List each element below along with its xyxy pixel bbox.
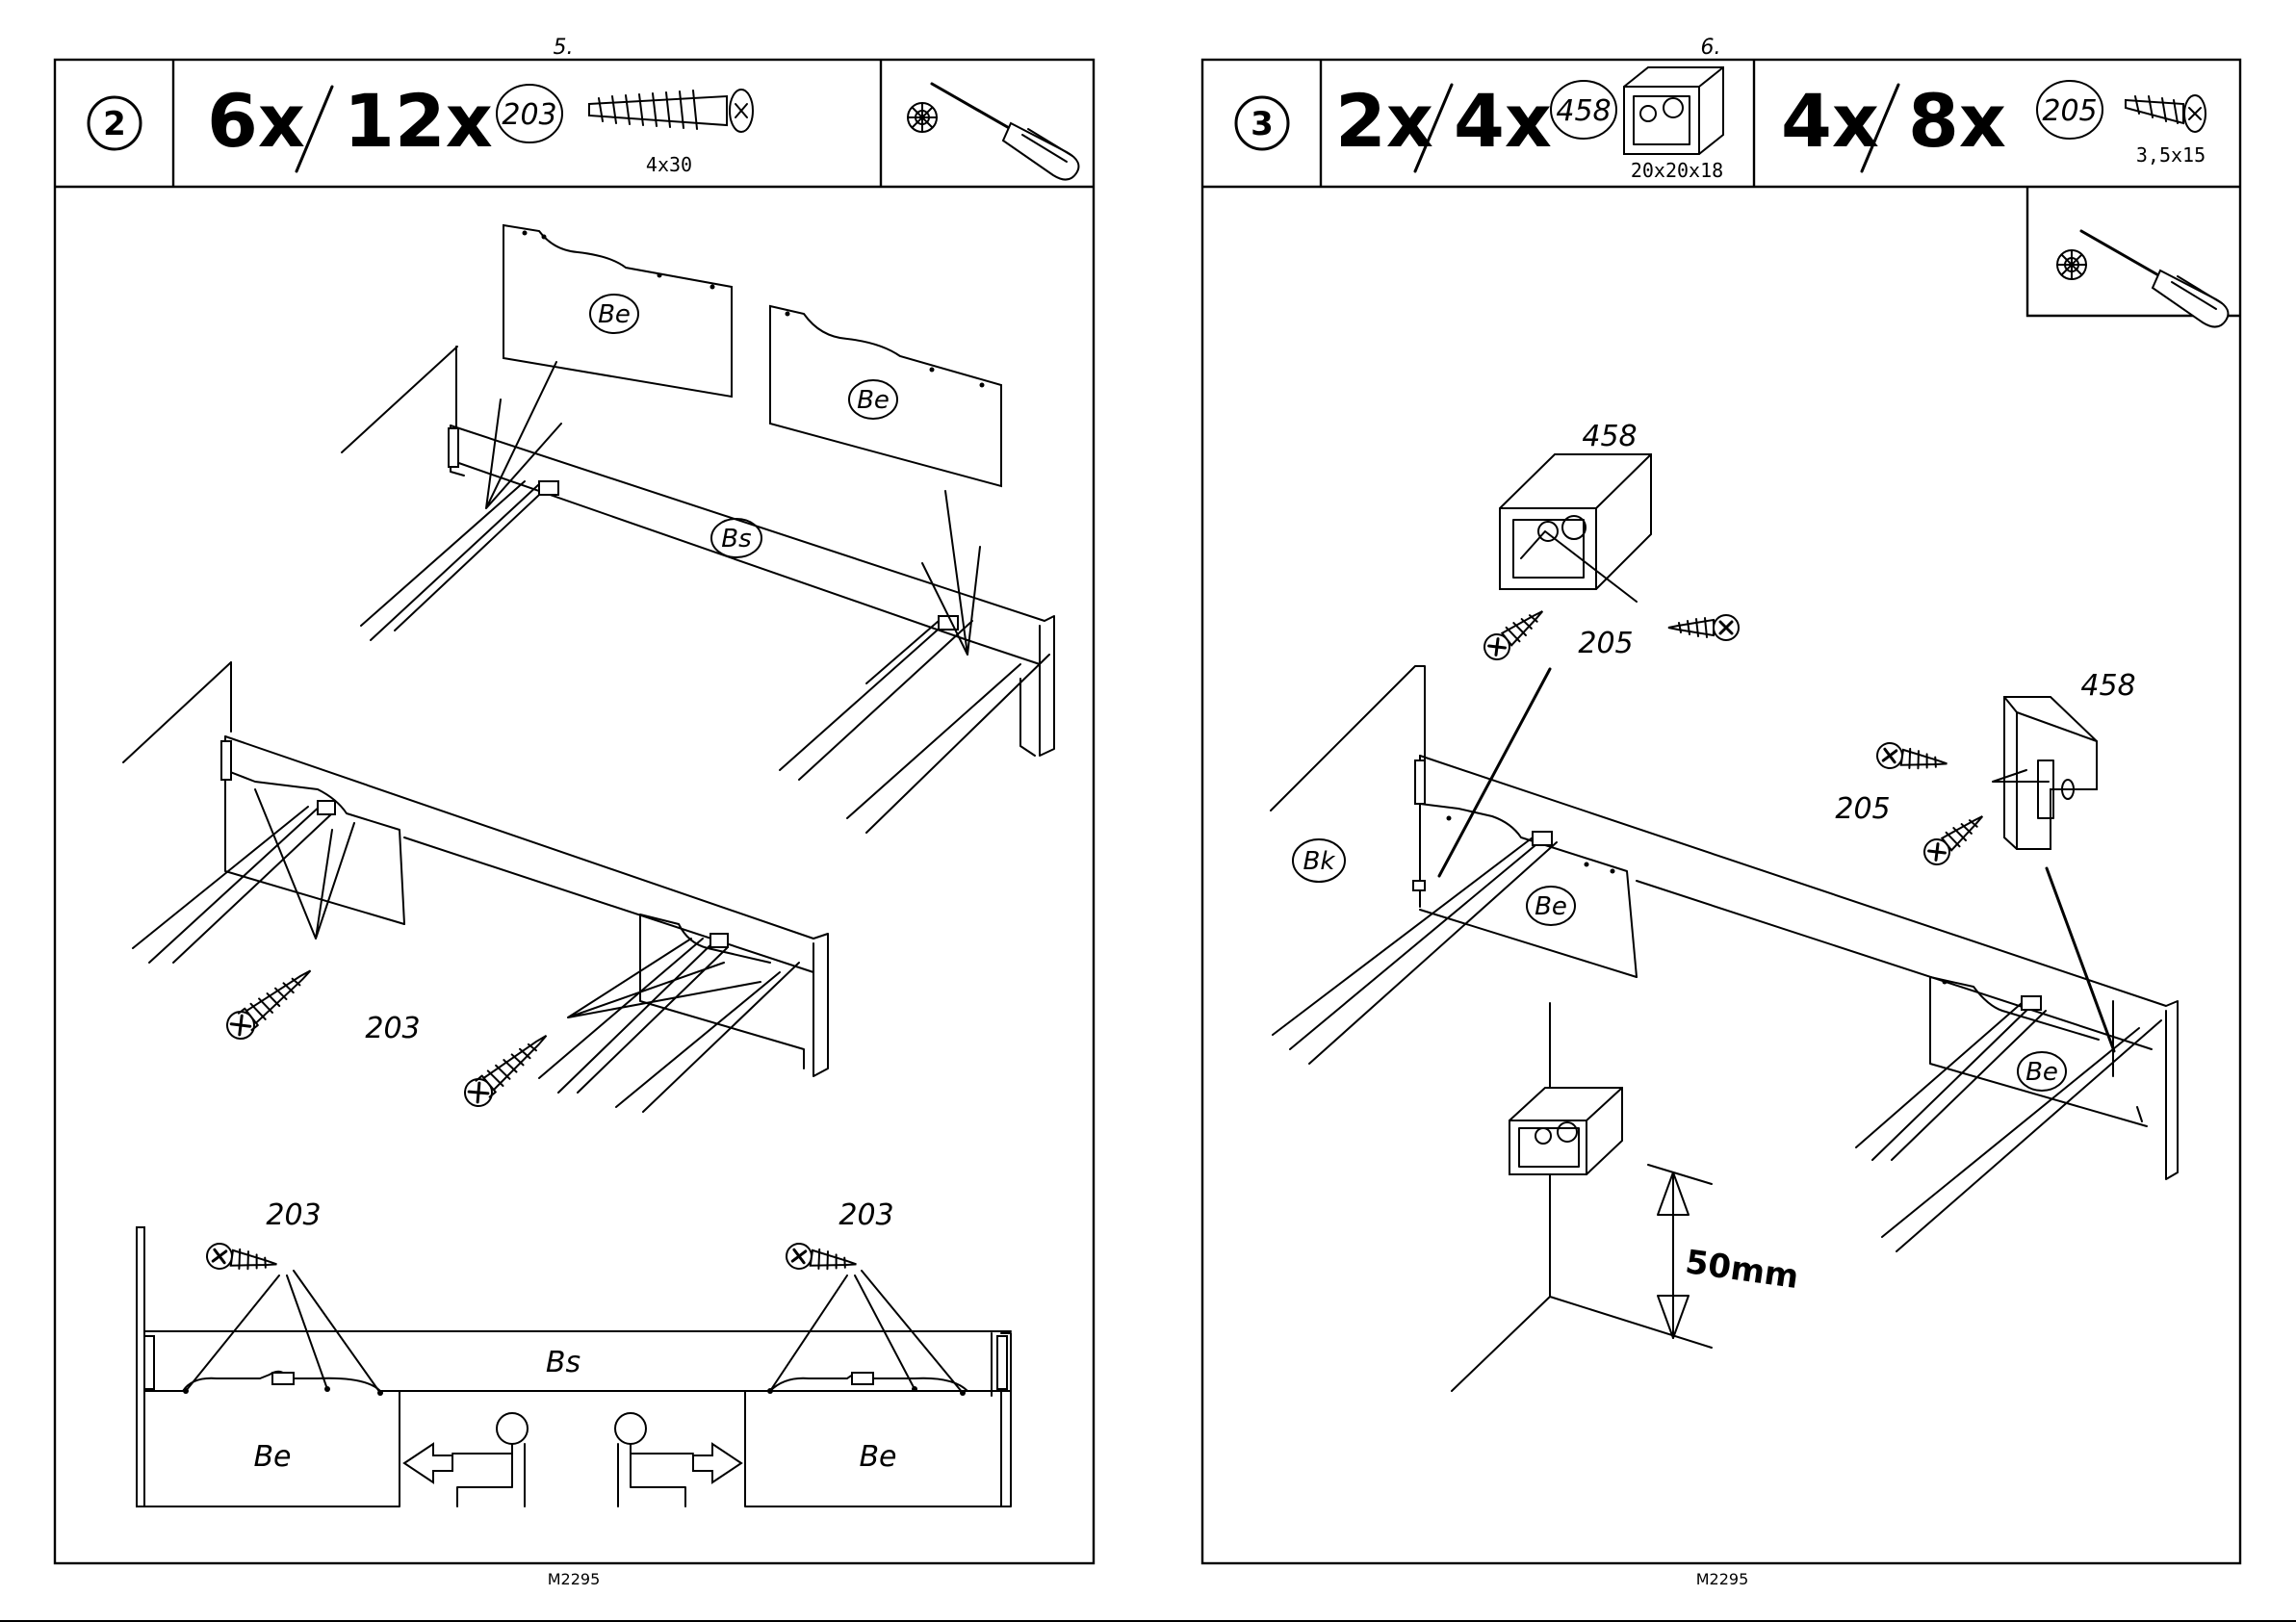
screw-icon (205, 1242, 278, 1276)
quantity-b: 12x (344, 78, 493, 164)
bracket-part-number: 458 (1556, 94, 1611, 128)
step-number: 3 (1251, 105, 1274, 143)
person-icon (615, 1413, 741, 1506)
screw-icon (1480, 602, 1551, 664)
rail-label: Bs (721, 525, 751, 554)
screw-label: 205 (1835, 792, 1890, 826)
screw-size: 3,5x15 (2136, 143, 2206, 167)
page-number: 6. (1701, 36, 1721, 60)
screw-icon (1920, 807, 1991, 869)
page-number: 5. (554, 36, 574, 60)
screw-icon (1668, 615, 1739, 640)
step-number: 2 (103, 105, 126, 143)
bracket-quantity-a: 2x (1335, 78, 1433, 164)
screw-icon (785, 1242, 858, 1276)
front-rail-label: Bs (546, 1346, 580, 1379)
screw-label: 205 (1578, 627, 1633, 660)
screwdriver-icon (908, 84, 1078, 180)
side-panel-label: Bk (1303, 847, 1336, 876)
panel-label: Be (1535, 892, 1567, 921)
screw-label: 203 (266, 1198, 321, 1232)
screw-label: 203 (838, 1198, 893, 1232)
bracket-icon (1500, 454, 1651, 589)
part-number: 203 (502, 98, 556, 132)
page-5: 5. 2 6x 12x 203 4x30 (55, 36, 1094, 1588)
panel-label: Be (2025, 1058, 2058, 1087)
distance-label: 50mm (1683, 1243, 1801, 1297)
bracket-label: 458 (1582, 420, 1637, 453)
panel-be-left: Be (503, 225, 732, 397)
bed-frame-lower (123, 662, 828, 1112)
screw-quantity-b: 8x (1908, 78, 2006, 164)
screw-icon (459, 1025, 555, 1112)
bracket-label: 458 (2080, 669, 2135, 703)
mounting-detail (1452, 1003, 1712, 1391)
screw-icon (2126, 95, 2206, 132)
screw-icon (221, 960, 319, 1043)
page-6: 6. 3 2x 4x 458 20x20x18 4x 8x 205 (1202, 36, 2240, 1588)
bracket-icon (1624, 67, 1723, 154)
screw-label: 203 (365, 1012, 420, 1045)
quantity-a: 6x (207, 78, 305, 164)
screw-icon (589, 90, 753, 132)
person-icon (404, 1413, 528, 1506)
footer-code: M2295 (1696, 1570, 1749, 1588)
panel-be-right: Be (770, 306, 1001, 486)
front-panel-left-label: Be (253, 1440, 291, 1474)
front-panel-right-label: Be (859, 1440, 896, 1474)
screw-quantity-a: 4x (1781, 78, 1879, 164)
panel-label: Be (857, 386, 890, 415)
bracket-size: 20x20x18 (1631, 159, 1723, 182)
screw-icon (1875, 741, 1948, 776)
footer-code: M2295 (548, 1570, 601, 1588)
screw-size: 4x30 (646, 153, 692, 176)
screw-part-number: 205 (2042, 94, 2097, 128)
screwdriver-icon (2057, 231, 2228, 327)
panel-label: Be (598, 300, 631, 329)
bracket-quantity-b: 4x (1454, 78, 1552, 164)
